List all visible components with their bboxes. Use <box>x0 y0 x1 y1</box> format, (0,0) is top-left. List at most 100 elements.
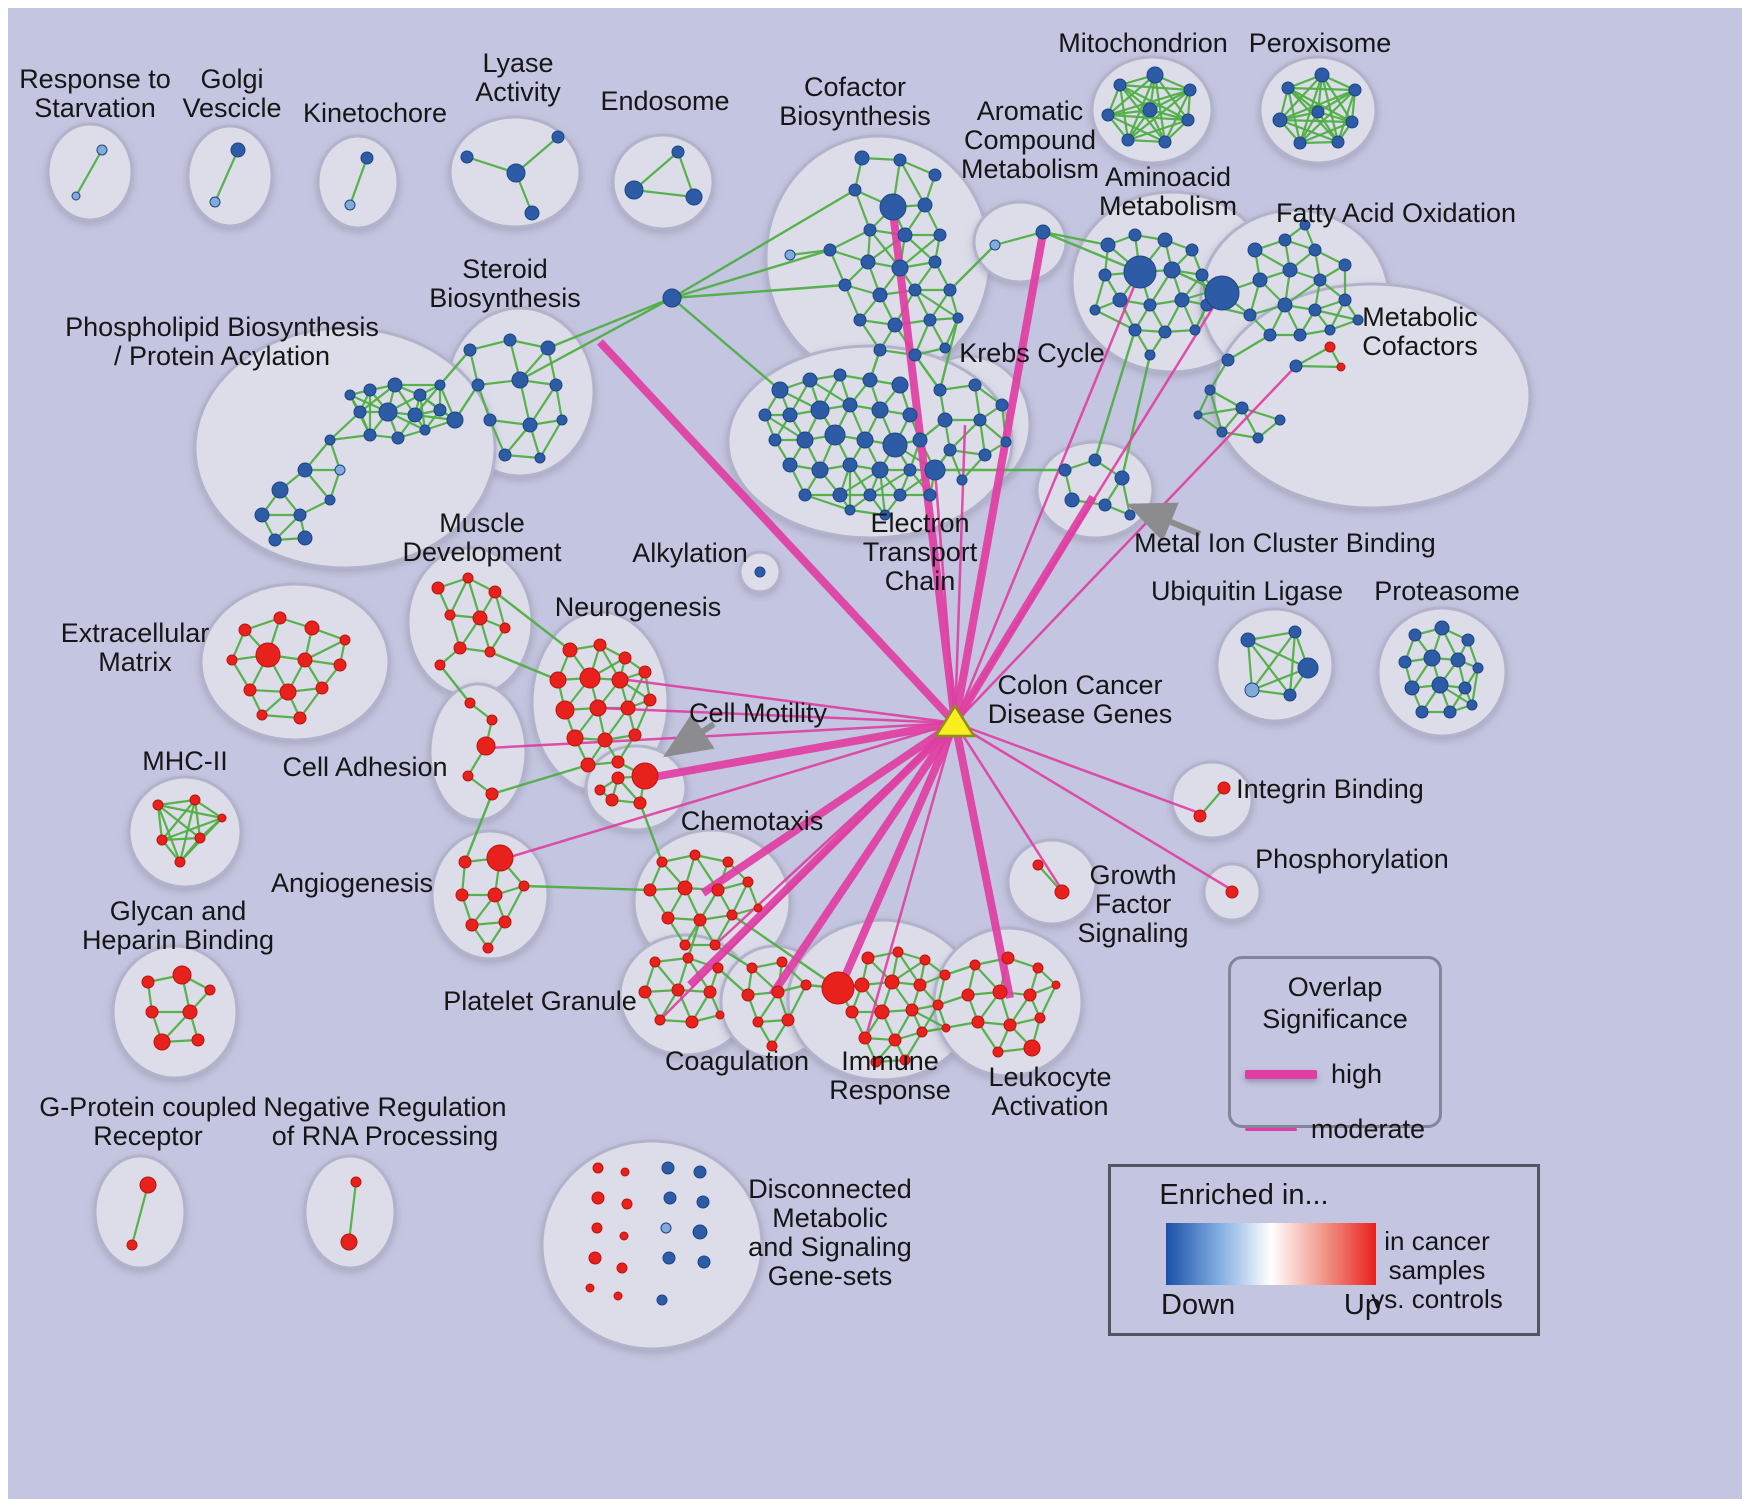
gene-set-node[interactable] <box>204 984 216 996</box>
gene-set-node[interactable] <box>182 1004 198 1020</box>
gene-set-node[interactable] <box>1204 384 1216 396</box>
gene-set-node[interactable] <box>912 432 928 448</box>
gene-set-node[interactable] <box>460 150 474 164</box>
gene-set-node[interactable] <box>611 771 625 785</box>
gene-set-node[interactable] <box>633 796 647 810</box>
gene-set-node[interactable] <box>1293 328 1307 342</box>
gene-set-node[interactable] <box>297 530 313 546</box>
gene-set-node[interactable] <box>141 975 155 989</box>
gene-set-node[interactable] <box>333 658 347 672</box>
gene-set-node[interactable] <box>1034 1012 1046 1024</box>
gene-set-node[interactable] <box>992 1046 1004 1058</box>
gene-set-node[interactable] <box>579 667 601 689</box>
gene-set-node[interactable] <box>939 969 951 981</box>
gene-set-node[interactable] <box>431 581 445 595</box>
gene-set-node[interactable] <box>1100 237 1116 253</box>
gene-set-node[interactable] <box>989 239 1001 251</box>
gene-set-node[interactable] <box>1193 809 1207 823</box>
gene-set-node[interactable] <box>1128 228 1142 242</box>
gene-set-node[interactable] <box>811 461 829 479</box>
gene-set-node[interactable] <box>230 142 246 158</box>
gene-set-node[interactable] <box>620 700 636 716</box>
gene-set-node[interactable] <box>842 457 858 473</box>
gene-set-node[interactable] <box>810 400 830 420</box>
gene-set-node[interactable] <box>254 507 270 523</box>
gene-set-node[interactable] <box>1408 628 1422 642</box>
gene-set-node[interactable] <box>1157 232 1173 248</box>
gene-set-node[interactable] <box>917 197 933 213</box>
gene-set-node[interactable] <box>483 413 497 427</box>
gene-set-node[interactable] <box>752 1016 764 1028</box>
gene-set-node[interactable] <box>268 533 282 547</box>
gene-set-node[interactable] <box>1240 632 1256 648</box>
gene-set-node[interactable] <box>387 377 403 393</box>
gene-set-node[interactable] <box>879 509 891 521</box>
gene-set-node[interactable] <box>1274 414 1286 426</box>
gene-set-node[interactable] <box>861 951 875 965</box>
gene-set-node[interactable] <box>1217 781 1231 795</box>
gene-set-node[interactable] <box>1000 436 1012 448</box>
gene-set-node[interactable] <box>656 856 668 868</box>
gene-set-node[interactable] <box>768 433 782 447</box>
gene-set-node[interactable] <box>616 1262 628 1274</box>
gene-set-node[interactable] <box>871 401 889 419</box>
gene-set-node[interactable] <box>340 1233 358 1251</box>
gene-set-node[interactable] <box>353 405 367 419</box>
gene-set-node[interactable] <box>860 254 876 270</box>
gene-set-node[interactable] <box>1193 410 1203 420</box>
gene-set-node[interactable] <box>1324 324 1336 336</box>
gene-set-node[interactable] <box>874 1004 890 1020</box>
gene-set-node[interactable] <box>741 988 755 1002</box>
gene-set-node[interactable] <box>1458 681 1472 695</box>
gene-set-node[interactable] <box>549 378 563 392</box>
gene-set-node[interactable] <box>903 463 917 477</box>
gene-set-node[interactable] <box>619 1231 629 1241</box>
gene-set-node[interactable] <box>628 728 642 742</box>
gene-set-node[interactable] <box>613 1291 623 1301</box>
gene-set-node[interactable] <box>1415 705 1429 719</box>
gene-set-node[interactable] <box>363 428 377 442</box>
colon-cancer-hub-triangle[interactable] <box>933 703 977 738</box>
gene-set-node[interactable] <box>324 434 336 446</box>
gene-set-node[interactable] <box>1216 426 1228 438</box>
gene-set-node[interactable] <box>696 1195 710 1209</box>
gene-set-node[interactable] <box>174 856 186 868</box>
gene-set-node[interactable] <box>1293 136 1307 150</box>
gene-set-node[interactable] <box>873 343 887 357</box>
gene-set-node[interactable] <box>1311 105 1325 119</box>
gene-set-node[interactable] <box>1277 297 1293 313</box>
gene-set-node[interactable] <box>540 340 556 356</box>
gene-set-node[interactable] <box>453 641 467 655</box>
gene-set-node[interactable] <box>1461 633 1475 647</box>
gene-set-node[interactable] <box>992 984 1008 1000</box>
gene-set-node[interactable] <box>888 1033 902 1047</box>
gene-set-node[interactable] <box>908 348 922 362</box>
gene-set-node[interactable] <box>1189 324 1201 336</box>
gene-set-node[interactable] <box>1247 242 1263 258</box>
gene-set-node[interactable] <box>189 794 201 806</box>
gene-set-node[interactable] <box>498 448 512 462</box>
gene-set-node[interactable] <box>156 834 168 846</box>
gene-set-node[interactable] <box>722 856 734 868</box>
gene-set-node[interactable] <box>446 411 464 429</box>
gene-set-node[interactable] <box>1278 233 1292 247</box>
gene-set-node[interactable] <box>969 959 981 971</box>
gene-set-node[interactable] <box>472 610 488 626</box>
gene-set-node[interactable] <box>897 227 913 243</box>
gene-set-node[interactable] <box>782 457 798 473</box>
gene-set-node[interactable] <box>238 623 252 637</box>
gene-set-node[interactable] <box>1308 243 1322 257</box>
gene-set-node[interactable] <box>943 283 957 297</box>
gene-set-node[interactable] <box>339 634 351 646</box>
gene-set-node[interactable] <box>1146 66 1164 84</box>
gene-set-node[interactable] <box>1123 255 1157 289</box>
gene-set-node[interactable] <box>1331 135 1345 149</box>
gene-set-node[interactable] <box>660 1222 672 1234</box>
gene-set-node[interactable] <box>499 622 511 634</box>
gene-set-node[interactable] <box>217 813 227 823</box>
gene-set-node[interactable] <box>279 683 297 701</box>
gene-set-node[interactable] <box>663 1191 677 1205</box>
gene-set-node[interactable] <box>194 832 206 844</box>
gene-set-node[interactable] <box>1183 83 1197 97</box>
gene-set-node[interactable] <box>1252 272 1268 288</box>
